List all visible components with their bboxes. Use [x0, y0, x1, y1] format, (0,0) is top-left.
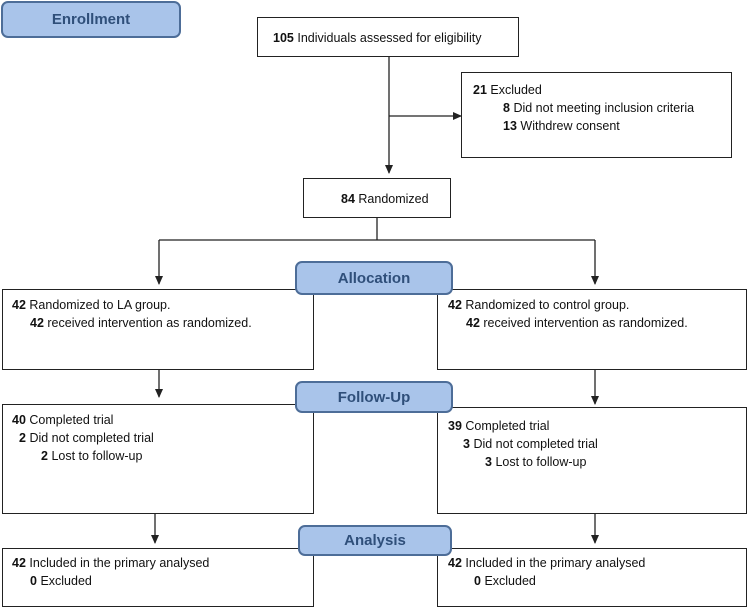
right-intervention-label: received intervention as randomized.: [483, 316, 688, 330]
right-allocation-box: 42 Randomized to control group. 42 recei…: [437, 289, 747, 370]
right-allocation-count: 42: [448, 298, 462, 312]
left-intervention-label: received intervention as randomized.: [47, 316, 252, 330]
excluded-criteria-label: Did not meeting inclusion criteria: [513, 101, 695, 115]
left-analysis-excluded-label: Excluded: [40, 574, 92, 588]
randomized-count: 84: [341, 192, 355, 206]
right-analysis-box: 42 Included in the primary analysed 0 Ex…: [437, 548, 747, 607]
right-lost-count: 3: [485, 455, 492, 469]
left-allocation-label: Randomized to LA group.: [29, 298, 171, 312]
left-not-completed-count: 2: [19, 431, 26, 445]
assessed-label: Individuals assessed for eligibility: [297, 31, 482, 45]
right-lost-label: Lost to follow-up: [495, 455, 587, 469]
stage-follow-up: Follow-Up: [295, 381, 453, 413]
randomized-box: 84 Randomized: [303, 178, 451, 218]
right-completed-count: 39: [448, 419, 462, 433]
right-not-completed-count: 3: [463, 437, 470, 451]
left-lost-label: Lost to follow-up: [51, 449, 143, 463]
right-included-label: Included in the primary analysed: [465, 556, 646, 570]
left-completed-label: Completed trial: [29, 413, 114, 427]
right-included-count: 42: [448, 556, 462, 570]
right-allocation-label: Randomized to control group.: [465, 298, 630, 312]
left-allocation-box: 42 Randomized to LA group. 42 received i…: [2, 289, 314, 370]
right-followup-box: 39 Completed trial 3 Did not completed t…: [437, 407, 747, 514]
left-included-label: Included in the primary analysed: [29, 556, 210, 570]
right-not-completed-label: Did not completed trial: [473, 437, 598, 451]
stage-allocation: Allocation: [295, 261, 453, 295]
right-intervention-count: 42: [466, 316, 480, 330]
left-analysis-box: 42 Included in the primary analysed 0 Ex…: [2, 548, 314, 607]
left-allocation-count: 42: [12, 298, 26, 312]
stage-analysis: Analysis: [298, 525, 452, 556]
right-analysis-excluded-label: Excluded: [484, 574, 536, 588]
randomized-label: Randomized: [358, 192, 429, 206]
excluded-consent-count: 13: [503, 119, 517, 133]
left-completed-count: 40: [12, 413, 26, 427]
left-included-count: 42: [12, 556, 26, 570]
stage-enrollment: Enrollment: [1, 1, 181, 38]
assessed-count: 105: [273, 31, 294, 45]
right-completed-label: Completed trial: [465, 419, 550, 433]
left-lost-count: 2: [41, 449, 48, 463]
excluded-count: 21: [473, 83, 487, 97]
right-analysis-excluded-count: 0: [474, 574, 481, 588]
excluded-consent-label: Withdrew consent: [520, 119, 620, 133]
excluded-box: 21 Excluded 8 Did not meeting inclusion …: [461, 72, 732, 158]
left-not-completed-label: Did not completed trial: [29, 431, 154, 445]
excluded-label: Excluded: [490, 83, 542, 97]
left-followup-box: 40 Completed trial 2 Did not completed t…: [2, 404, 314, 514]
excluded-criteria-count: 8: [503, 101, 510, 115]
assessed-box: 105 Individuals assessed for eligibility: [257, 17, 519, 57]
left-intervention-count: 42: [30, 316, 44, 330]
left-analysis-excluded-count: 0: [30, 574, 37, 588]
